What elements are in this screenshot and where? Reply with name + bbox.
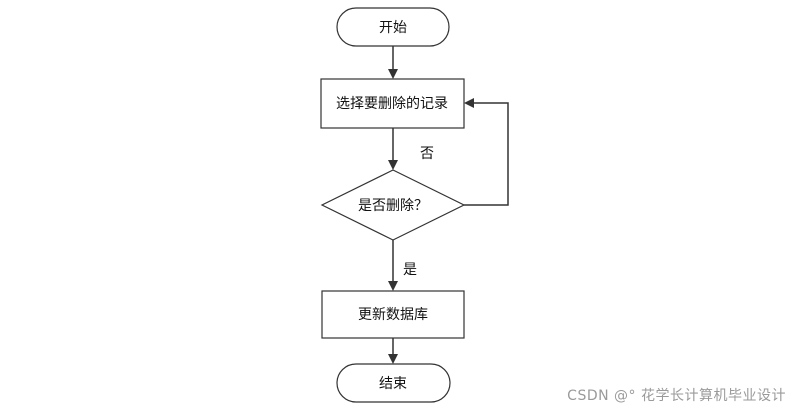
end-label: 结束	[379, 376, 407, 392]
select-record-label: 选择要删除的记录	[336, 96, 448, 112]
watermark: CSDN @° 花学长计算机毕业设计	[567, 388, 786, 404]
no-branch-label: 否	[420, 146, 434, 162]
start-label: 开始	[379, 20, 407, 36]
select-record-process	[320, 78, 465, 129]
end-terminator	[336, 363, 451, 403]
update-database-label: 更新数据库	[358, 307, 428, 323]
arrow-no-loop-back	[464, 98, 509, 206]
update-database-process	[321, 290, 465, 339]
yes-branch-label: 是	[403, 262, 417, 278]
decision-label: 是否删除？	[358, 198, 428, 214]
